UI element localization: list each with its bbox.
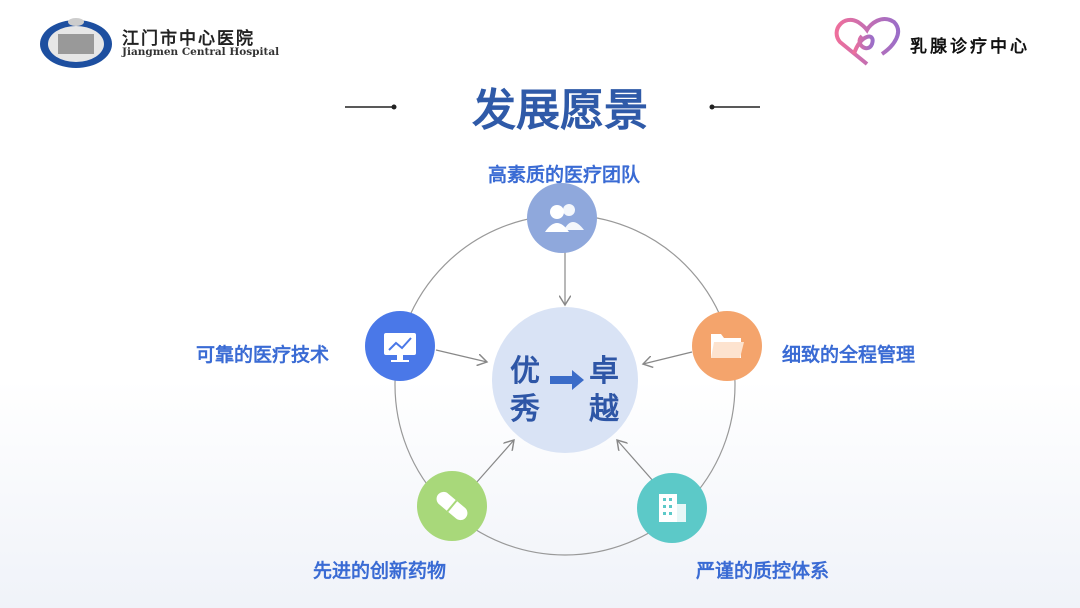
hospital-logo [40,18,112,68]
center-text-to-2: 越 [589,392,619,427]
node-right [692,311,762,381]
center-arrow [550,370,584,390]
label-drugs: 先进的创新药物 [313,560,447,582]
page-title: 发展愿景 [472,85,648,136]
center-text-to-1: 卓 [589,354,619,389]
label-quality-control: 严谨的质控体系 [696,560,830,582]
node-top [527,183,597,253]
node-left [365,311,435,381]
center-name: 乳腺诊疗中心 [910,37,1030,57]
label-team: 高素质的医疗团队 [488,164,641,186]
arrow-right [643,351,693,364]
label-management: 细致的全程管理 [782,344,916,366]
hospital-name-cn: 江门市中心医院 [122,29,255,49]
center-text-from-1: 优 [510,354,540,389]
center-text-from-2: 秀 [510,392,540,427]
node-bottom-right [637,473,707,543]
arrow-left [435,349,487,362]
label-technology: 可靠的医疗技术 [196,344,330,366]
hospital-name-en: Jiangmen Central Hospital [122,46,280,58]
arrow-bottom-left [475,440,514,484]
breast-center-heart-logo [834,17,901,66]
arrow-bottom-right [617,440,655,483]
node-bottom-left [417,471,487,541]
